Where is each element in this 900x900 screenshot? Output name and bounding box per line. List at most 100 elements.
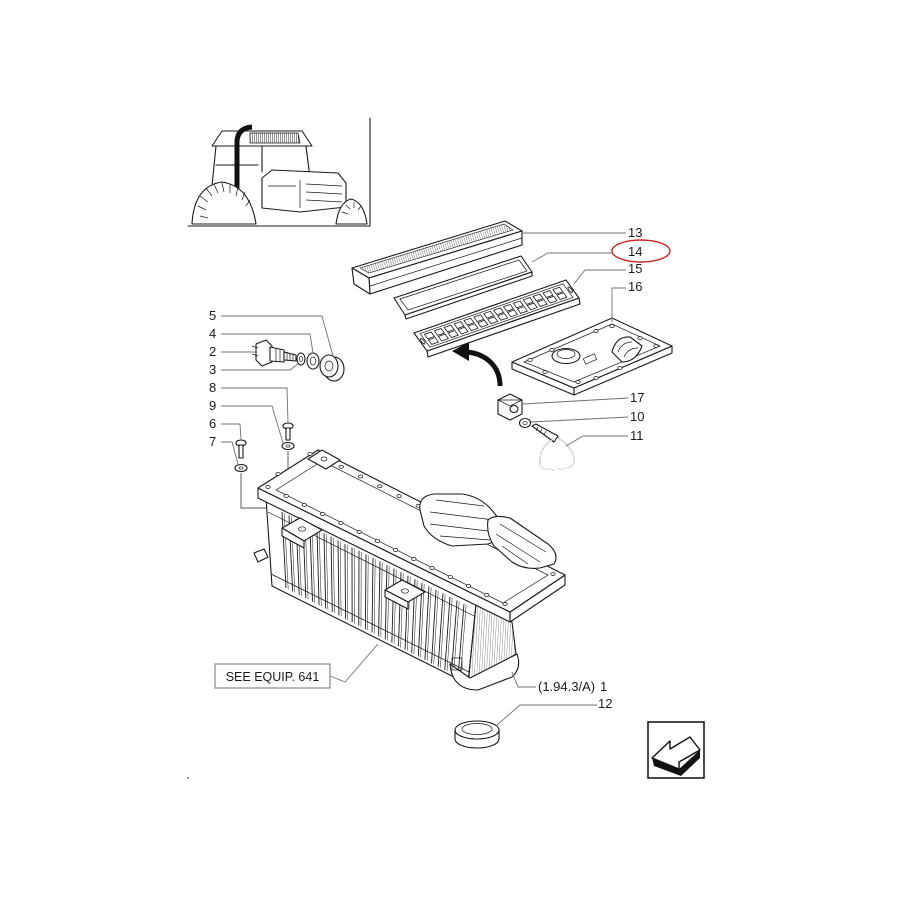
- housing-fin: [457, 603, 465, 678]
- housing-fin: [337, 540, 340, 616]
- housing-fin-edge: [373, 559, 376, 634]
- housing-fin-edge: [459, 605, 467, 679]
- callout-11[interactable]: 11: [630, 428, 644, 443]
- lid-bolt-hole: [301, 503, 308, 507]
- sensor-2-thread-lines: [286, 352, 294, 361]
- filter-13-pleats: [359, 223, 514, 274]
- callout-6[interactable]: 6: [209, 416, 216, 431]
- housing-intake-duct-right-lines: [495, 523, 547, 565]
- leader-line-17: [522, 397, 629, 405]
- callout-5[interactable]: 5: [209, 308, 216, 323]
- grid-panel-15-hole: [420, 338, 426, 344]
- washer-7-inner: [238, 466, 244, 470]
- seal-12-opening: [461, 723, 493, 735]
- washer-9-outer: [281, 441, 295, 451]
- housing-fin: [281, 511, 287, 589]
- lid-bolt-hole: [356, 530, 362, 534]
- see-equipment-link[interactable]: SEE EQUIP. 641: [214, 663, 331, 689]
- reference-note-label[interactable]: (1.94.3/A): [538, 679, 595, 694]
- housing-fin-edge: [332, 537, 335, 614]
- plate-16-bolt-hole: [617, 366, 623, 370]
- leader-line-11: [565, 435, 628, 447]
- housing-fin: [437, 593, 444, 667]
- callout-13[interactable]: 13: [628, 225, 642, 240]
- block-17-face: [497, 399, 523, 407]
- housing-fin: [344, 543, 346, 619]
- grid-panel-15-cell: [484, 311, 494, 318]
- housing-fin-edge: [311, 527, 315, 603]
- callout-9[interactable]: 9: [209, 398, 216, 413]
- callout-8[interactable]: 8: [209, 380, 216, 395]
- part-16-cover-plate: [511, 317, 673, 396]
- block-17-hole: [509, 404, 519, 414]
- housing-fin: [371, 557, 374, 633]
- leader-line-9: [221, 405, 284, 444]
- plate-16-raised-rim: [523, 323, 661, 383]
- grid-panel-15-cell: [557, 293, 567, 300]
- grid-panel-15-cell: [438, 334, 448, 341]
- callout-12[interactable]: 12: [598, 696, 612, 711]
- callout-14[interactable]: 14: [628, 244, 642, 259]
- grid-panel-15-cell: [504, 304, 514, 311]
- plate-16-channel-lines: [617, 341, 639, 358]
- callout-17[interactable]: 17: [630, 390, 644, 405]
- grid-panel-15-cell: [458, 327, 468, 334]
- housing-fin-edge: [283, 513, 289, 590]
- housing-fin: [417, 582, 423, 657]
- part-10-washer: [518, 417, 532, 429]
- assembly-direction-arrow: [452, 342, 503, 387]
- part-5-grommet: [319, 354, 345, 382]
- grid-panel-15-cell: [448, 331, 458, 338]
- part-9-washer: [281, 441, 295, 451]
- selected-callout-highlight: [611, 239, 671, 263]
- bolt-6-shank: [238, 444, 244, 459]
- part-12-seal-ring: [454, 720, 500, 749]
- part-13-air-filter: [351, 220, 523, 295]
- leader-line-10: [530, 416, 629, 423]
- housing-pipe-stub: [253, 548, 269, 563]
- tractor-hood: [261, 169, 347, 213]
- grid-panel-15-cell: [424, 332, 434, 339]
- washer-10-outer: [518, 417, 532, 429]
- lid-bolt-hole: [283, 494, 289, 498]
- leader-line-5: [221, 315, 334, 357]
- air-cleaner-housing: [253, 449, 566, 691]
- navigation-arrow-icon[interactable]: [647, 721, 705, 779]
- assembly-arrow-head: [452, 342, 469, 361]
- housing-fin: [431, 589, 437, 664]
- housing-fin-edge: [420, 583, 425, 658]
- housing-mount-tab-mid-face: [384, 589, 409, 610]
- callout-4[interactable]: 4: [209, 326, 216, 341]
- tractor-cab-frame: [209, 145, 311, 207]
- leader-line-6: [221, 423, 242, 441]
- see-equipment-box[interactable]: [214, 663, 331, 689]
- housing-fin-edge: [380, 562, 383, 638]
- callout-2[interactable]: 2: [209, 344, 216, 359]
- housing-fin-edge: [393, 569, 397, 644]
- callout-10[interactable]: 10: [630, 409, 644, 424]
- plate-16-bolt-hole: [653, 344, 659, 348]
- leader-line-3: [221, 363, 299, 371]
- leader-line-14: [531, 252, 612, 263]
- grid-panel-15-hole: [567, 287, 573, 293]
- handle-11-ring: [539, 437, 575, 471]
- grid-panel-15-cell: [478, 320, 488, 327]
- housing-fin-edge: [433, 590, 439, 665]
- lid-bolt-hole: [265, 485, 271, 489]
- housing-fin-edge: [387, 566, 390, 641]
- navigation-arrow-shadow: [652, 750, 700, 776]
- callout-15[interactable]: 15: [628, 261, 642, 276]
- callout-3[interactable]: 3: [209, 362, 216, 377]
- housing-fin: [444, 596, 451, 671]
- plate-16-bolt-hole: [575, 380, 581, 384]
- leader-line-16: [611, 287, 626, 322]
- leader-line-8: [221, 387, 289, 424]
- lid-bolt-hole: [377, 484, 383, 489]
- plate-16-slot: [582, 353, 598, 365]
- grid-panel-15-cell: [488, 317, 498, 324]
- callout-16[interactable]: 16: [628, 279, 642, 294]
- assembly-arrow-shaft: [466, 349, 503, 387]
- bolt-8-shank: [285, 427, 291, 441]
- callout-1[interactable]: 1: [600, 679, 607, 694]
- callout-7[interactable]: 7: [209, 434, 216, 449]
